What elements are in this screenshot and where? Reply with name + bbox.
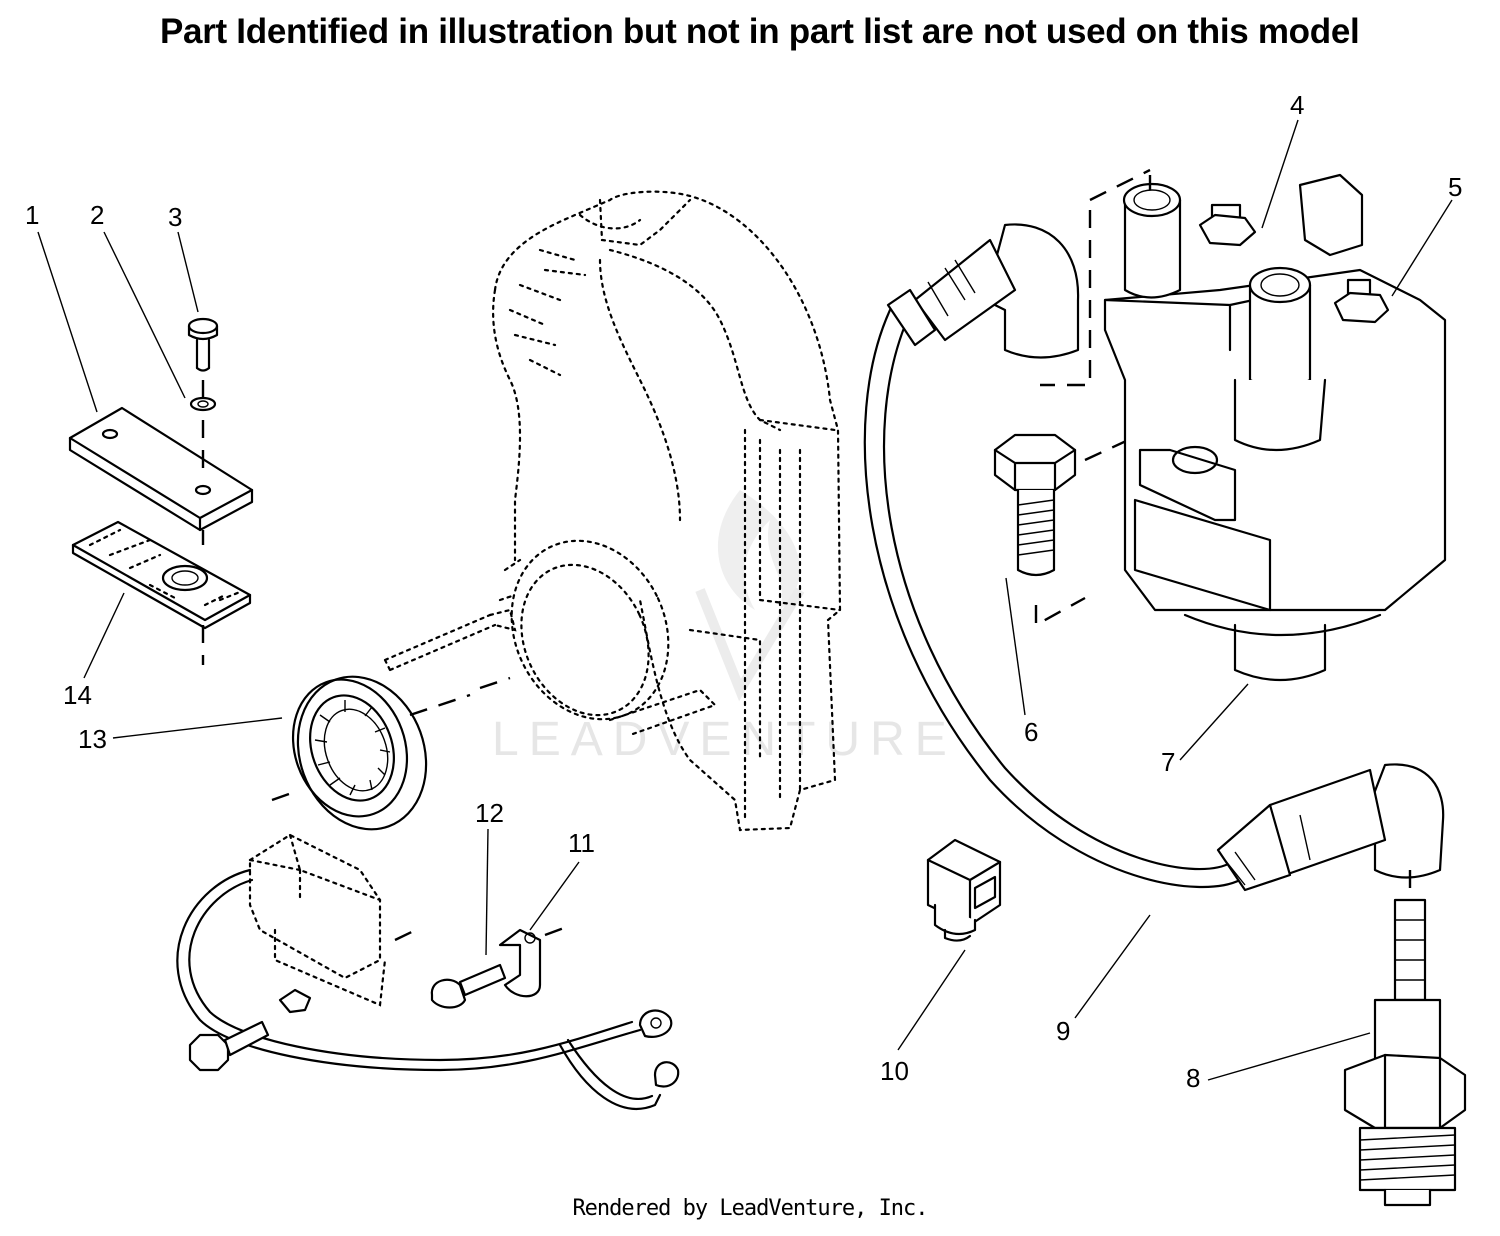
callout-3: 3: [168, 202, 182, 232]
part-screw-and-clip: [430, 923, 573, 1009]
callout-2: 2: [90, 200, 104, 230]
part-screw-and-washer: [187, 317, 219, 665]
watermark-flame-icon: [717, 490, 800, 610]
callout-4: 4: [1290, 90, 1304, 120]
part-gasket: [71, 520, 252, 630]
watermark: LEADVENTURE: [492, 490, 957, 766]
callout-13: 13: [78, 724, 107, 754]
footer-credit: Rendered by LeadVenture, Inc.: [572, 1196, 928, 1221]
callout-numbers: 1 2 3 4 5 6 7 8 9 10 11 12 13 14: [25, 90, 1462, 1093]
part-ignition-coil: [1040, 168, 1447, 682]
part-bolt: [993, 428, 1151, 628]
part-blower-housing: [383, 190, 842, 832]
part-seal: [271, 675, 511, 831]
diagram-note: Part Identified in illustration but not …: [160, 12, 1360, 51]
callout-9: 9: [1056, 1016, 1070, 1046]
watermark-text: LEADVENTURE: [492, 713, 957, 766]
callout-10: 10: [880, 1056, 909, 1086]
callout-8: 8: [1186, 1063, 1200, 1093]
part-connector: [926, 838, 1002, 942]
part-plate: [68, 406, 254, 532]
part-spark-plug: [1343, 870, 1467, 1207]
part-spark-plug-lead: [863, 223, 1445, 892]
part-ignition-module: [176, 833, 680, 1110]
callout-14: 14: [63, 680, 92, 710]
callout-1: 1: [25, 200, 39, 230]
callout-7: 7: [1161, 747, 1175, 777]
callout-11: 11: [568, 828, 595, 858]
callout-5: 5: [1448, 172, 1462, 202]
callout-12: 12: [475, 798, 504, 828]
callout-6: 6: [1024, 717, 1038, 747]
leader-lines: [37, 119, 1453, 1081]
